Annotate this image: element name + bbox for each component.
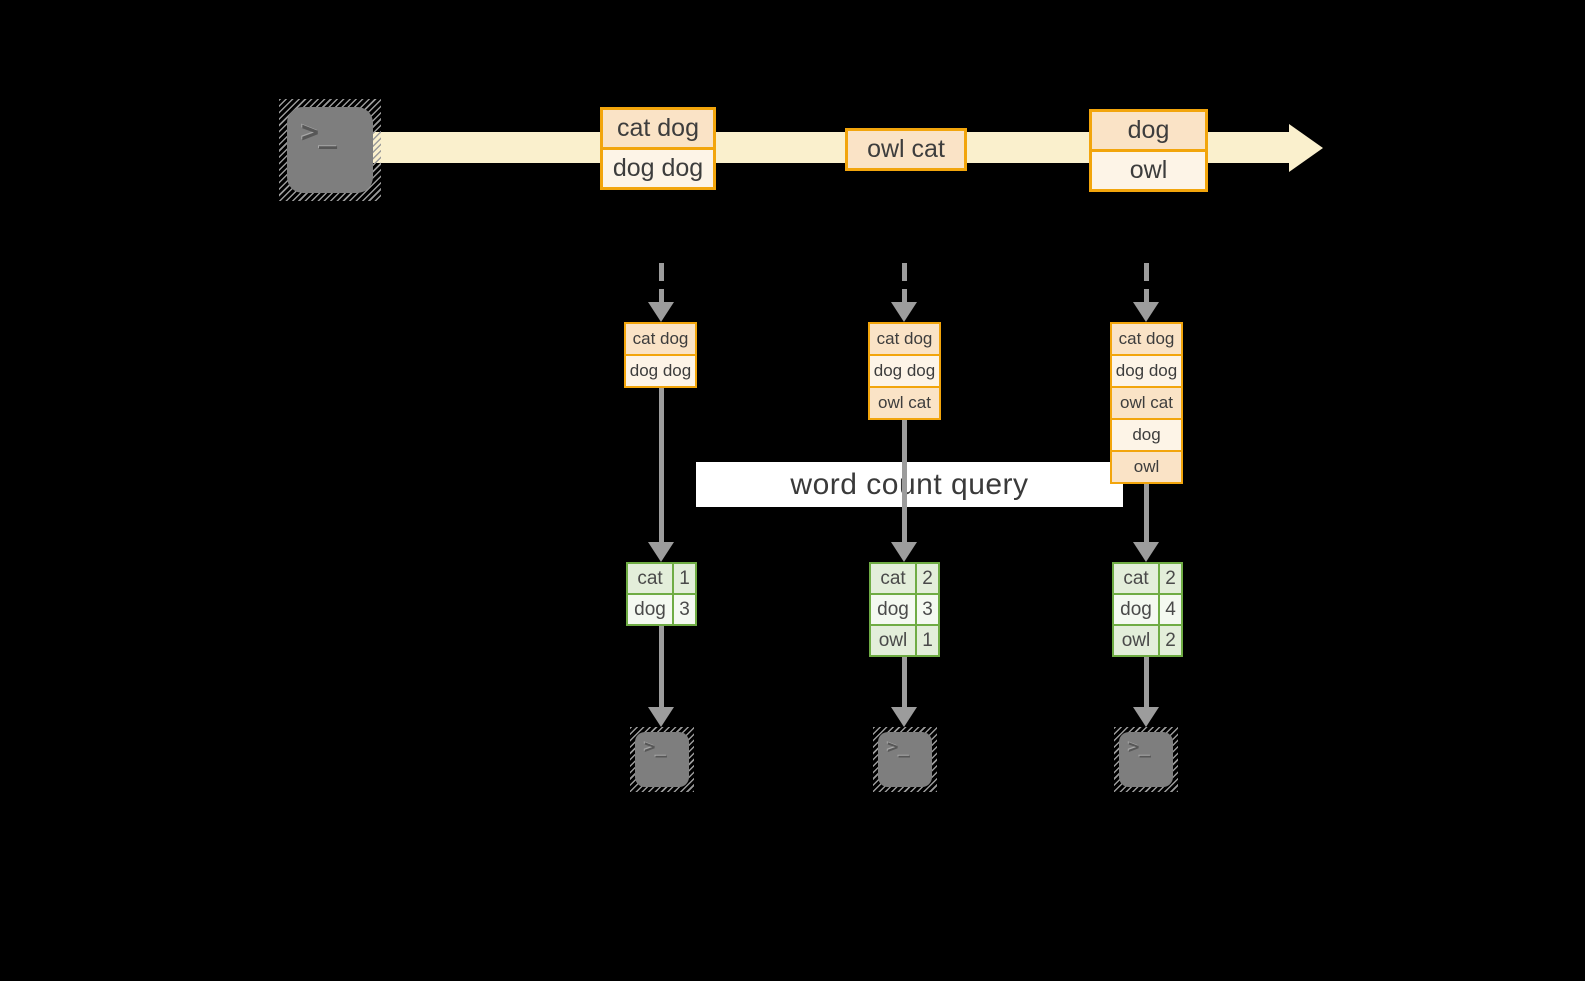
terminal-prompt-glyph: >_ xyxy=(887,736,910,758)
query-arrowhead-icon xyxy=(891,542,917,562)
sink-arrowhead-icon xyxy=(1133,707,1159,727)
stream-record: dog dog xyxy=(603,150,713,187)
sink-arrow-shaft xyxy=(658,626,664,707)
terminal-icon-source: >_ xyxy=(279,99,381,201)
count-cell: 4 xyxy=(1160,595,1181,624)
terminal-screen: >_ xyxy=(287,107,373,193)
terminal-screen: >_ xyxy=(635,732,689,787)
count-cell: 1 xyxy=(674,564,695,593)
buffer-record: owl cat xyxy=(870,388,939,418)
buffer-record: owl xyxy=(1112,452,1181,482)
dashed-arrow-shaft xyxy=(658,263,664,302)
word-cell: cat xyxy=(871,564,915,593)
dashed-arrowhead-icon xyxy=(891,302,917,322)
count-cell: 3 xyxy=(674,595,695,624)
query-arrow-shaft xyxy=(1143,484,1149,542)
query-label: word count query xyxy=(790,467,1029,501)
count-cell: 3 xyxy=(917,595,938,624)
buffer-record: dog dog xyxy=(1112,356,1181,386)
buffer-record: dog dog xyxy=(626,356,695,386)
buffer-record: dog dog xyxy=(870,356,939,386)
sink-arrowhead-icon xyxy=(891,707,917,727)
buffer-record: cat dog xyxy=(1112,324,1181,354)
stream-record: owl xyxy=(1092,152,1205,189)
dashed-arrowhead-icon xyxy=(1133,302,1159,322)
buffer-record: cat dog xyxy=(626,324,695,354)
word-cell: dog xyxy=(628,595,672,624)
buffer-record: cat dog xyxy=(870,324,939,354)
query-arrow-shaft xyxy=(658,388,664,542)
buffer-record: owl cat xyxy=(1112,388,1181,418)
count-cell: 1 xyxy=(917,626,938,655)
stream-batch: owl cat xyxy=(845,128,967,171)
stream-record: owl cat xyxy=(848,131,964,168)
terminal-prompt-glyph: >_ xyxy=(1128,736,1151,758)
stream-record: cat dog xyxy=(603,110,713,147)
sink-arrow-shaft xyxy=(1143,657,1149,707)
word-cell: dog xyxy=(1114,595,1158,624)
query-arrow-shaft xyxy=(901,420,907,542)
terminal-prompt-glyph: >_ xyxy=(301,115,338,150)
buffer-record: dog xyxy=(1112,420,1181,450)
sink-arrow-shaft xyxy=(901,657,907,707)
terminal-screen: >_ xyxy=(878,732,932,787)
terminal-icon-sink: >_ xyxy=(630,727,694,792)
terminal-prompt-glyph: >_ xyxy=(644,736,667,758)
terminal-icon-sink: >_ xyxy=(1114,727,1178,792)
word-cell: owl xyxy=(1114,626,1158,655)
count-cell: 2 xyxy=(1160,626,1181,655)
dashed-arrowhead-icon xyxy=(648,302,674,322)
count-cell: 2 xyxy=(1160,564,1181,593)
word-cell: cat xyxy=(628,564,672,593)
stream-record: dog xyxy=(1092,112,1205,149)
terminal-icon-sink: >_ xyxy=(873,727,937,792)
word-cell: dog xyxy=(871,595,915,624)
query-label-band: word count query xyxy=(696,462,1123,507)
query-arrowhead-icon xyxy=(1133,542,1159,562)
stream-arrowhead-icon xyxy=(1289,124,1323,172)
dashed-arrow-shaft xyxy=(1143,263,1149,302)
count-cell: 2 xyxy=(917,564,938,593)
word-cell: owl xyxy=(871,626,915,655)
terminal-screen: >_ xyxy=(1119,732,1173,787)
sink-arrowhead-icon xyxy=(648,707,674,727)
word-cell: cat xyxy=(1114,564,1158,593)
dashed-arrow-shaft xyxy=(901,263,907,302)
query-arrowhead-icon xyxy=(648,542,674,562)
